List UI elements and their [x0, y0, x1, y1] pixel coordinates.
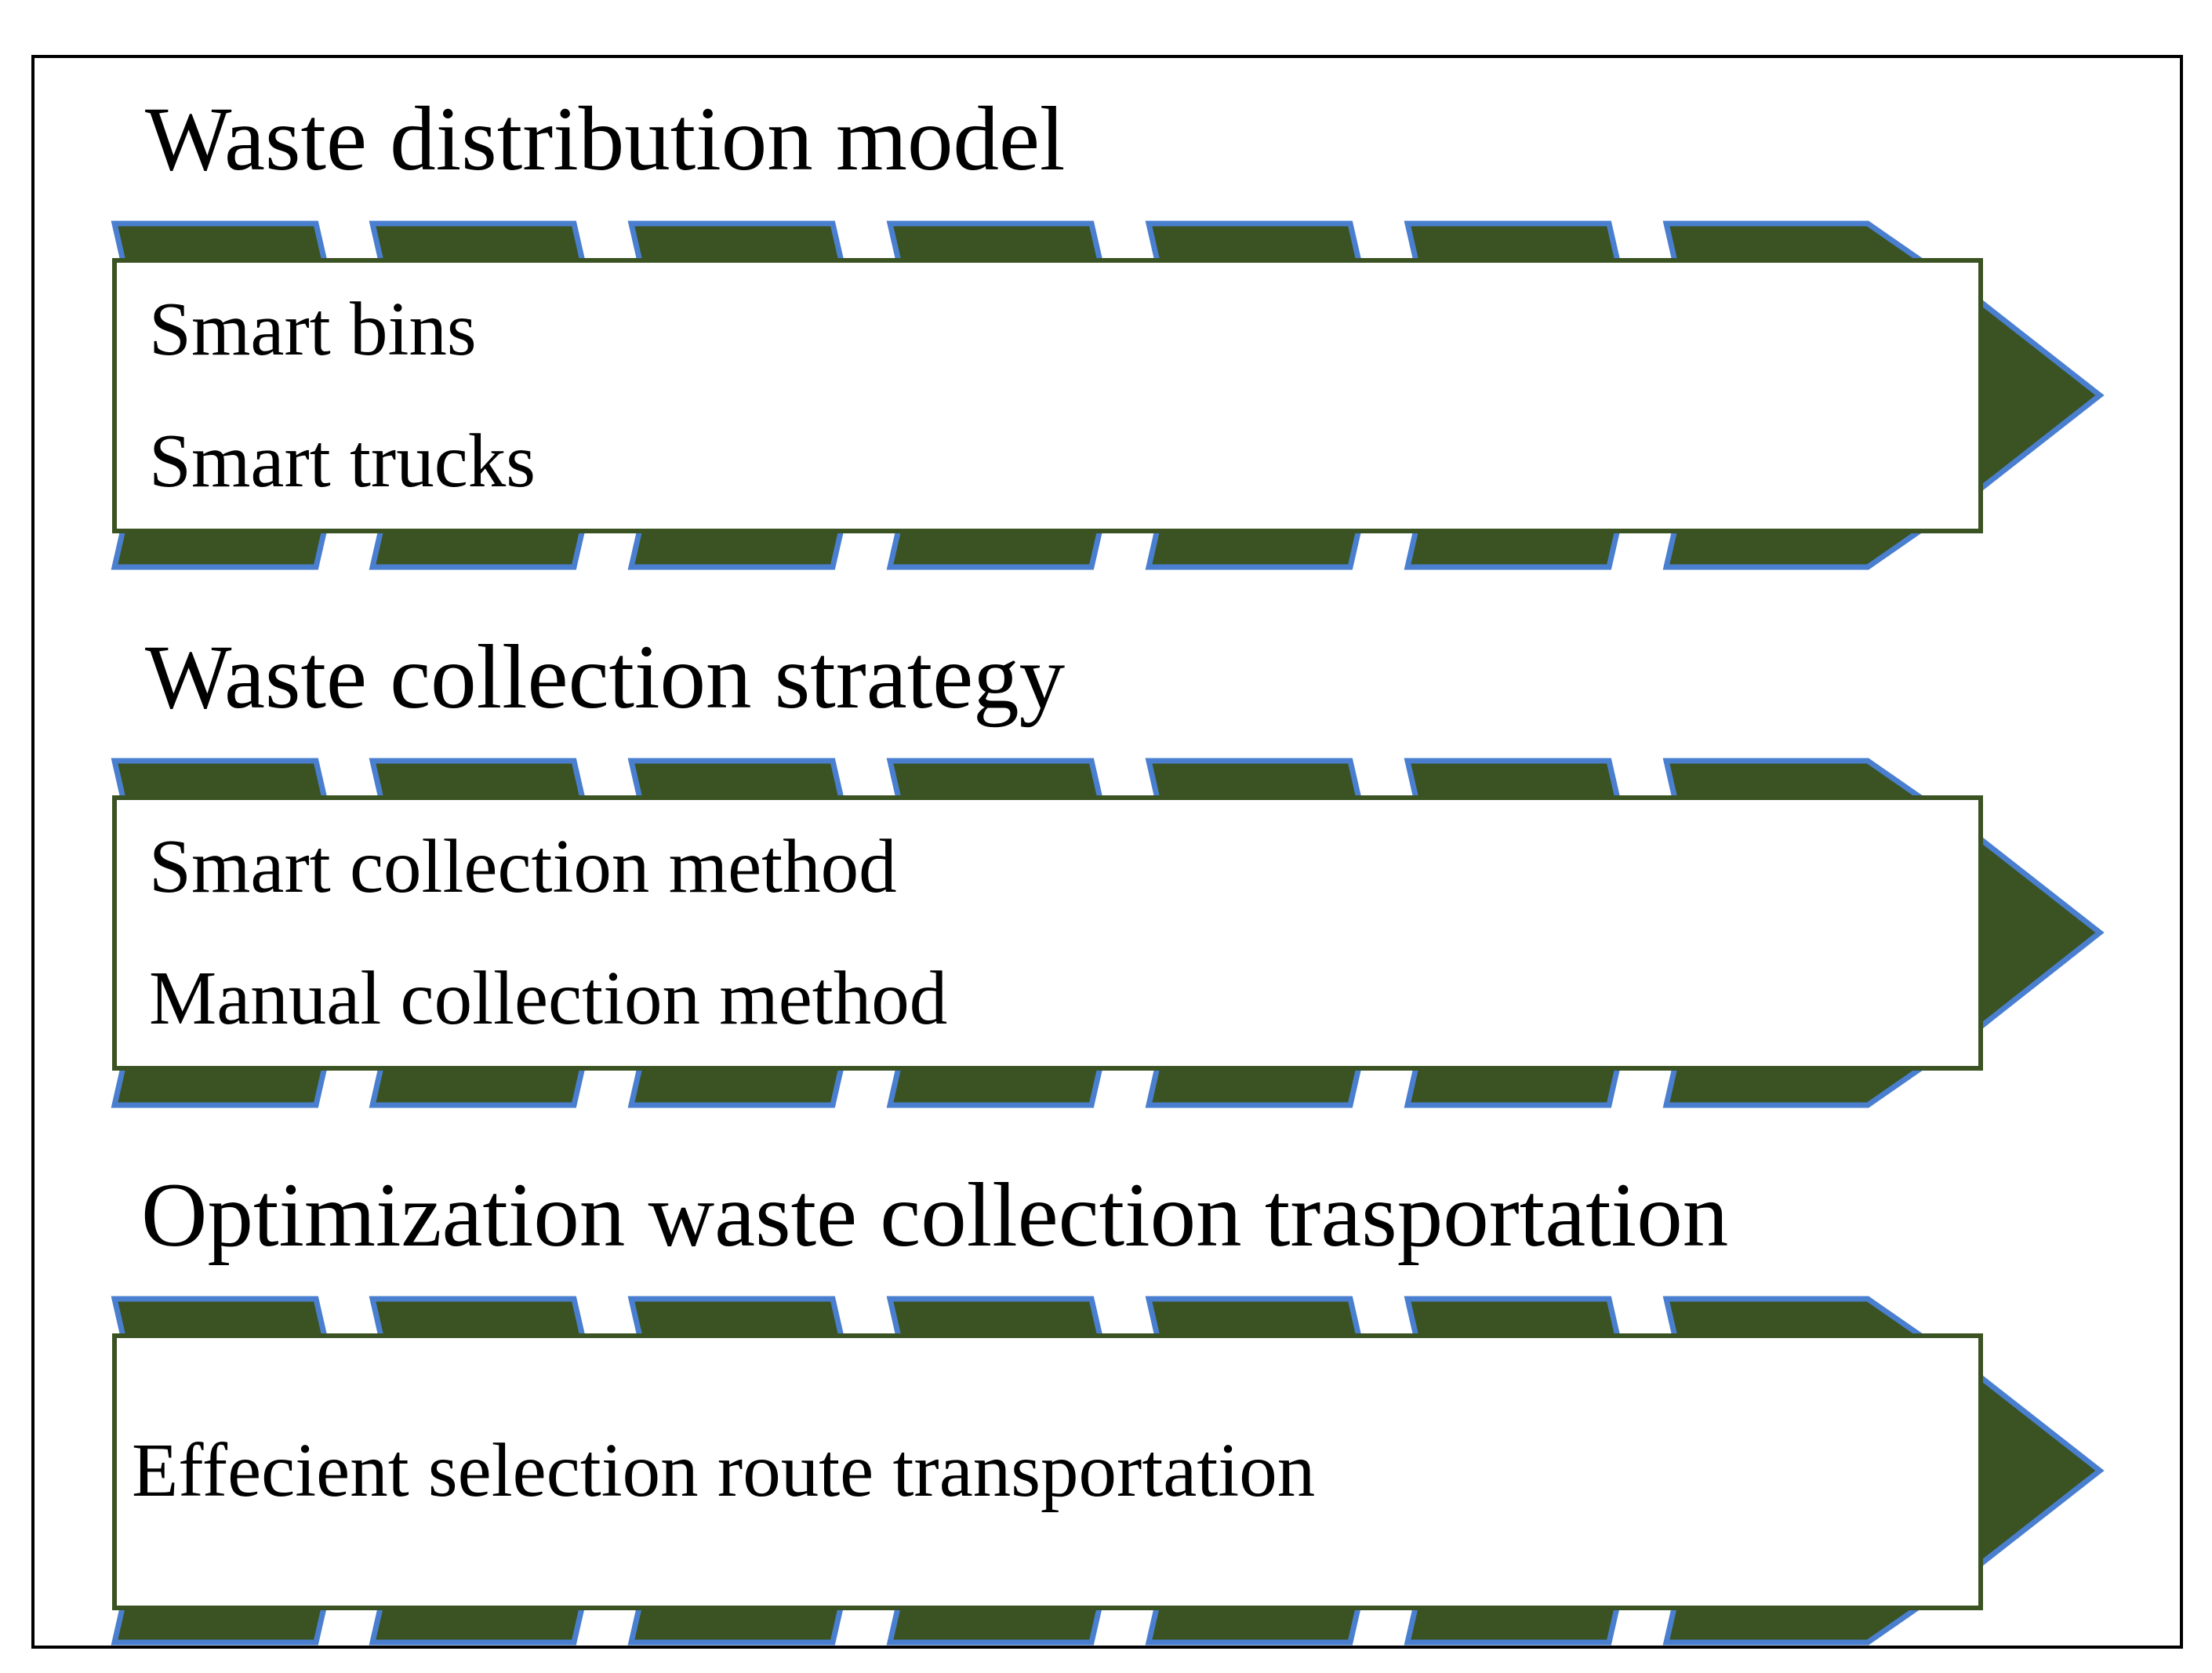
section-2-box: [112, 795, 1983, 1071]
section-1-box: [112, 258, 1983, 533]
section-3-item-1: Effecient selection route transportation: [132, 1428, 1315, 1512]
section-2-title: Waste collection strategy: [145, 627, 1066, 728]
section-1-item-2: Smart trucks: [149, 419, 536, 503]
section-1-title: Waste distribution model: [145, 89, 1065, 190]
section-3-title: Optimization waste collection trasportat…: [141, 1165, 1728, 1266]
section-1: Waste distribution model Smart bins Smar…: [111, 89, 2105, 570]
section-2: Waste collection strategy Smart collecti…: [111, 627, 2105, 1108]
section-1-item-1: Smart bins: [149, 287, 477, 371]
section-3: Optimization waste collection trasportat…: [111, 1165, 2105, 1646]
section-3-box: [112, 1333, 1983, 1610]
outer-frame: [31, 55, 2183, 1649]
section-2-item-1: Smart collection method: [149, 824, 897, 908]
section-2-item-2: Manual collection method: [149, 956, 947, 1040]
